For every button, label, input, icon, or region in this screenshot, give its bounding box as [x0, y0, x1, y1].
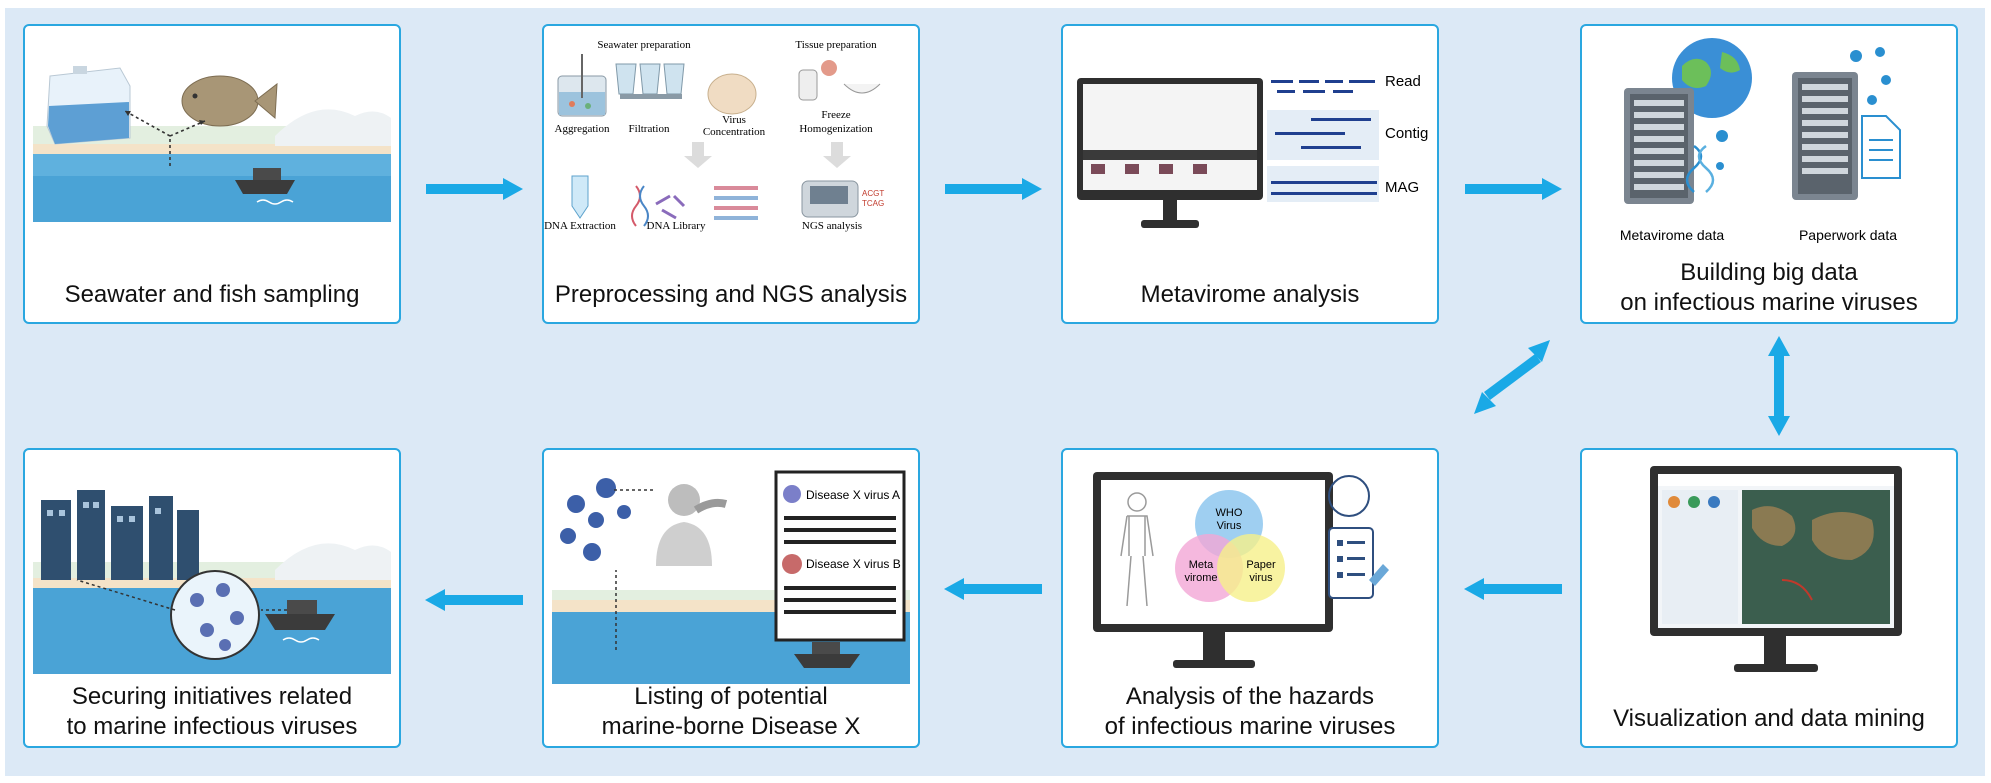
tissue-tube-icon [798, 60, 881, 101]
big-data-illustration: Metavirome data Paperwork data [1620, 38, 1901, 243]
flow-arrow-icon [425, 589, 523, 611]
virus-icon [560, 478, 631, 561]
label-freeze: Freeze [821, 109, 850, 121]
dna-icon [1685, 144, 1715, 193]
hazard-illustration: WHO Virus Meta virome Paper virus [1093, 472, 1389, 668]
building-icon [41, 490, 199, 580]
document-icon [1861, 115, 1901, 179]
sequencer-icon: ACGT TCAG [801, 180, 884, 218]
panel-caption: Preprocessing and NGS analysis [554, 281, 908, 308]
human-body-icon [1120, 492, 1154, 607]
label-disease-a: Disease X virus A [806, 488, 900, 502]
metavirome-illustration: Read Contig MAG [1077, 68, 1428, 228]
panel-securing-initiatives: Securing initiatives related to marine i… [23, 448, 401, 748]
monitor-icon [1077, 78, 1263, 228]
label-metavirome-data: Metavirome data [1620, 227, 1724, 243]
checklist-icon [1328, 475, 1389, 599]
label-concentration: Concentration [703, 126, 766, 138]
securing-illustration [33, 490, 391, 674]
label-read: Read [1385, 73, 1421, 90]
person-icon [656, 484, 728, 566]
label-mag: MAG [1385, 179, 1419, 196]
label-seawater-prep: Seawater preparation [597, 39, 691, 51]
boat-icon [794, 642, 860, 668]
label-aggregation: Aggregation [555, 123, 610, 135]
fish-icon [181, 75, 278, 127]
visualization-illustration [1650, 466, 1902, 672]
filter-icon [615, 63, 685, 99]
double-arrow-icon [1768, 336, 1790, 436]
panel-caption: Listing of potential marine-borne Diseas… [601, 683, 861, 740]
flow-arrow-icon [944, 578, 1042, 600]
svg-text:virus: virus [1249, 572, 1273, 584]
venn-diagram [1175, 490, 1285, 602]
petri-dish-icon [707, 73, 757, 115]
boat-icon [235, 168, 295, 205]
mag-lines [1271, 181, 1377, 195]
dna-tube-icon [571, 175, 589, 219]
label-disease-b: Disease X virus B [806, 557, 901, 571]
sampling-illustration [33, 34, 391, 222]
panel-caption: Metavirome analysis [1140, 281, 1360, 308]
contig-lines [1275, 118, 1371, 149]
panel-metavirome: Read Contig MAG Metavirome analysis [1061, 24, 1439, 324]
panel-preprocessing: Seawater preparation Tissue preparation … [542, 24, 920, 324]
panel-visualization: Visualization and data mining [1580, 448, 1958, 748]
svg-text:TCAG: TCAG [862, 199, 884, 208]
label-paperwork-data: Paperwork data [1799, 227, 1897, 243]
label-dna-extraction: DNA Extraction [544, 220, 616, 232]
tank-icon [557, 54, 607, 117]
svg-text:WHO: WHO [1216, 507, 1243, 519]
svg-text:Meta: Meta [1189, 559, 1214, 571]
preprocessing-illustration: Seawater preparation Tissue preparation … [544, 39, 884, 232]
monitor-icon [1650, 466, 1902, 672]
label-ngs-analysis: NGS analysis [802, 220, 862, 232]
panel-caption: Securing initiatives related to marine i… [66, 683, 358, 740]
label-filtration: Filtration [629, 123, 670, 135]
panel-caption: Analysis of the hazards of infectious ma… [1104, 683, 1396, 740]
water-container-icon [46, 66, 131, 145]
svg-text:Paper: Paper [1246, 559, 1276, 571]
label-virus: Virus [722, 114, 746, 126]
dna-icon [631, 185, 758, 227]
panel-hazard-analysis: WHO Virus Meta virome Paper virus Analys… [1061, 448, 1439, 748]
read-lines [1271, 80, 1375, 93]
flow-arrow-icon [945, 178, 1042, 200]
svg-text:Virus: Virus [1217, 520, 1242, 532]
server-icon [1624, 88, 1694, 204]
server-icon [1792, 72, 1858, 200]
panel-caption: Building big data on infectious marine v… [1620, 259, 1918, 316]
panel-big-data: Metavirome data Paperwork data Building … [1580, 24, 1958, 324]
boat-icon [265, 600, 335, 643]
panel-caption: Seawater and fish sampling [64, 281, 360, 308]
label-contig: Contig [1385, 125, 1428, 142]
label-homogenization: Homogenization [799, 123, 873, 135]
flow-arrow-icon [426, 178, 523, 200]
label-tissue-prep: Tissue preparation [795, 39, 877, 51]
panel-seawater-sampling: Seawater and fish sampling [23, 24, 401, 324]
panel-caption: Visualization and data mining [1613, 705, 1925, 732]
virus-magnifier [170, 570, 260, 660]
flow-arrow-icon [1464, 578, 1562, 600]
panel-disease-x: Disease X virus A Disease X virus B List… [542, 448, 920, 748]
svg-text:virome: virome [1184, 572, 1217, 584]
disease-x-illustration: Disease X virus A Disease X virus B [552, 470, 910, 684]
svg-text:ACGT: ACGT [862, 189, 884, 198]
double-arrow-icon [1474, 340, 1550, 414]
label-dna-library: DNA Library [647, 220, 706, 232]
flow-arrow-icon [1465, 178, 1562, 200]
